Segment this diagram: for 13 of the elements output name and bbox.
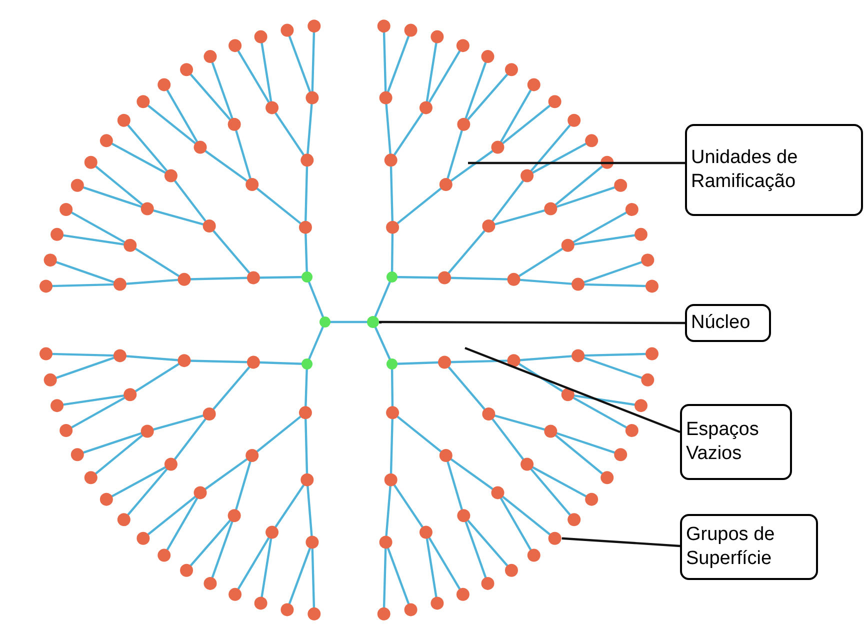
leader-line — [562, 537, 680, 548]
callout-box — [680, 404, 792, 480]
callout-box — [680, 514, 818, 580]
leader-line — [468, 162, 685, 164]
callout-box — [685, 304, 771, 342]
leader-line — [379, 320, 685, 324]
callout-label: Unidades de Ramificação — [691, 146, 799, 194]
callout-label: Espaços Vazios — [686, 418, 760, 466]
callout-label: Núcleo — [691, 311, 752, 335]
core-dot — [367, 316, 379, 328]
callout-label: Grupos de Superfície — [686, 523, 776, 571]
leader-line — [464, 346, 680, 434]
callout-box — [685, 124, 863, 216]
